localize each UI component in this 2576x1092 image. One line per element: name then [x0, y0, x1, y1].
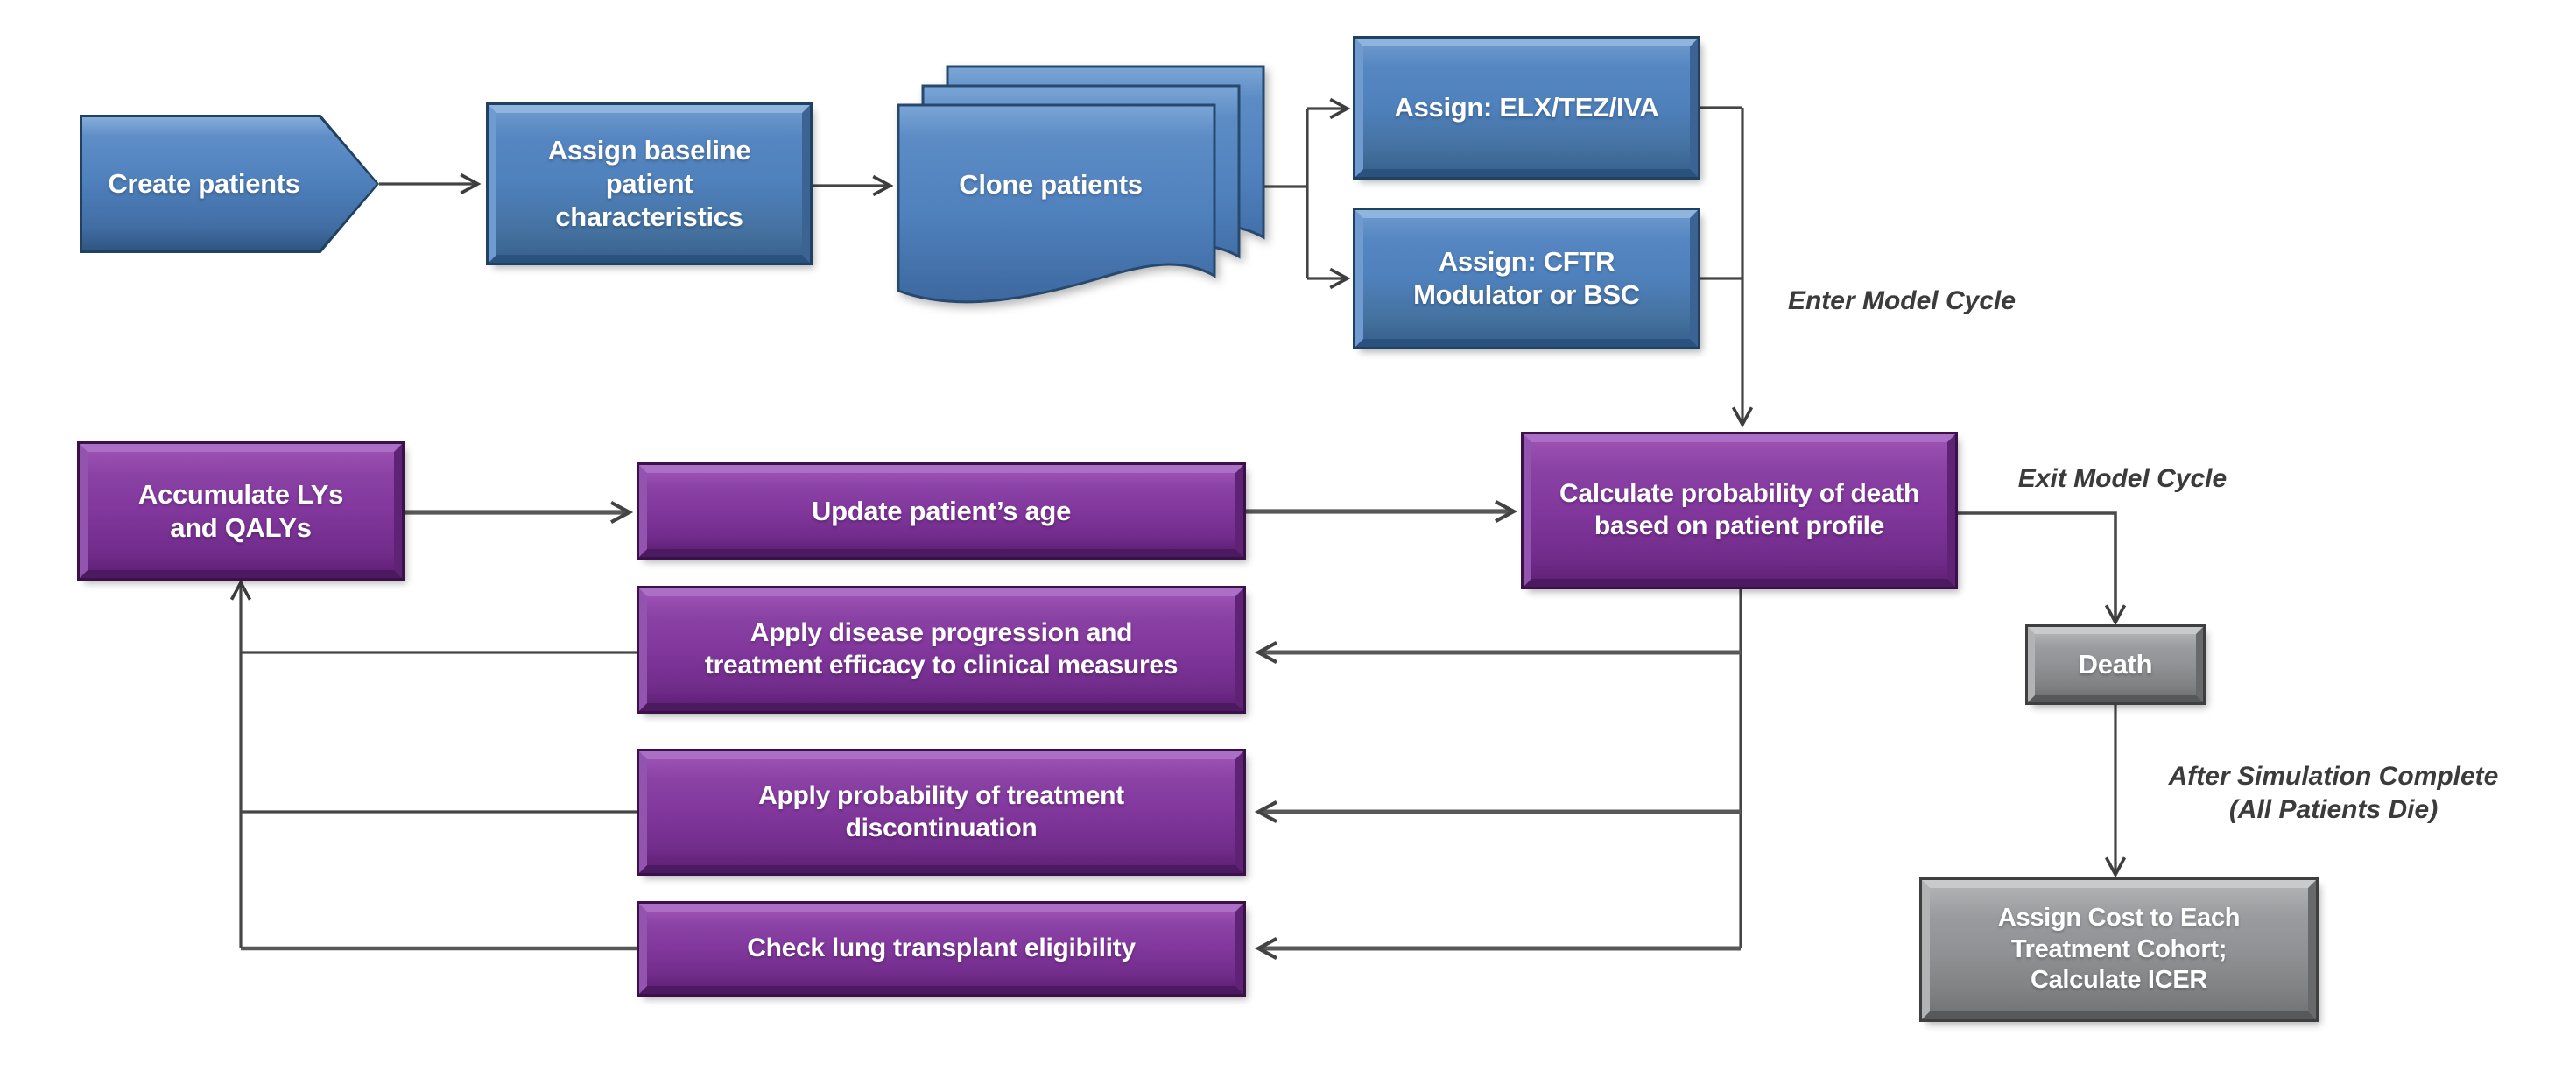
annotation-exit-model-cycle: Exit Model Cycle [2017, 464, 2228, 493]
annotation-after-simulation: After Simulation Complete (All Patients … [2168, 762, 2499, 824]
node-assign-elx: Assign: ELX/TEZ/IVA [1355, 39, 1698, 177]
node-death: Death [2028, 627, 2203, 702]
node-apply-discontinuation: Apply probability of treatment discontin… [639, 751, 1243, 873]
node-accumulate-label: Accumulate LYs and QALYs [137, 478, 344, 543]
clone-page-front [897, 103, 1216, 304]
node-clone-patients-label: Clone patients [959, 169, 1143, 201]
node-create-patients: Create patients [80, 115, 379, 253]
node-apply-disease: Apply disease progression and treatment … [639, 588, 1243, 711]
annotation-enter-model-cycle: Enter Model Cycle [1787, 286, 2016, 315]
node-update-age-label: Update patient’s age [811, 495, 1072, 526]
node-death-label: Death [2078, 649, 2153, 680]
node-clone-patients: Clone patients [906, 163, 1195, 207]
node-accumulate: Accumulate LYs and QALYs [80, 444, 402, 578]
node-assign-cost-label: Assign Cost to Each Treatment Cohort; Ca… [1997, 904, 2241, 995]
node-apply-disease-label: Apply disease progression and treatment … [704, 618, 1179, 680]
node-assign-baseline: Assign baseline patient characteristics [489, 105, 810, 263]
node-calc-death: Calculate probability of death based on … [1524, 434, 1955, 587]
node-assign-elx-label: Assign: ELX/TEZ/IVA [1394, 92, 1659, 123]
node-calc-death-label: Calculate probability of death based on … [1559, 479, 1920, 540]
node-create-patients-body: Create patients [82, 117, 377, 250]
node-check-lung-label: Check lung transplant eligibility [747, 933, 1136, 963]
arrow-exit-to-death [1955, 511, 2127, 626]
node-apply-discontinuation-label: Apply probability of treatment discontin… [758, 780, 1124, 842]
node-assign-cftr: Assign: CFTR Modulator or BSC [1355, 210, 1698, 347]
node-assign-cost: Assign Cost to Each Treatment Cohort; Ca… [1922, 880, 2316, 1019]
node-clone-patients-stack [897, 65, 1265, 304]
node-assign-baseline-label: Assign baseline patient characteristics [547, 135, 751, 232]
node-check-lung: Check lung transplant eligibility [639, 904, 1243, 994]
node-create-patients-label: Create patients [108, 168, 300, 200]
node-update-age: Update patient’s age [639, 465, 1243, 557]
node-assign-cftr-label: Assign: CFTR Modulator or BSC [1413, 246, 1640, 310]
